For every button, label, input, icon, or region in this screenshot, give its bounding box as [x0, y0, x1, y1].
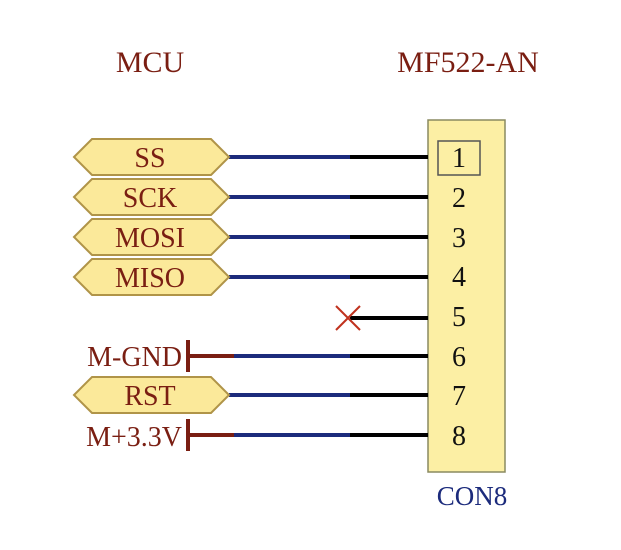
- connector-body: [427, 119, 506, 473]
- pin-number-1: 1: [452, 143, 466, 174]
- mcu-title: MCU: [116, 46, 185, 79]
- port-rst-shape: [72, 376, 231, 414]
- port-rst-label: RST: [124, 381, 175, 412]
- power-stubs: [186, 340, 234, 451]
- pin-number-5: 5: [452, 302, 466, 333]
- port-miso-label: MISO: [115, 263, 185, 294]
- port-sck-label: SCK: [123, 183, 177, 214]
- port-symbols: [72, 138, 231, 414]
- pin-number-2: 2: [452, 183, 466, 214]
- pin-numbers: 1 2 3 4 5 6 7 8: [452, 143, 466, 452]
- port-mosi-shape: [72, 218, 231, 256]
- connector-name: CON8: [437, 481, 508, 511]
- v33-label: M+3.3V: [86, 422, 182, 453]
- pin-number-7: 7: [452, 381, 466, 412]
- no-connect-marker: [335, 305, 361, 331]
- port-sck-shape: [72, 178, 231, 216]
- module-title: MF522-AN: [397, 46, 539, 79]
- pin1-marker: [437, 140, 481, 176]
- pin-number-6: 6: [452, 342, 466, 373]
- gnd-label: M-GND: [87, 342, 182, 373]
- port-miso-shape: [72, 258, 231, 296]
- pin-number-4: 4: [452, 262, 466, 293]
- port-ss-label: SS: [134, 143, 165, 174]
- port-labels: SS SCK MOSI MISO RST: [115, 143, 185, 412]
- pin-number-3: 3: [452, 223, 466, 254]
- pin-number-8: 8: [452, 421, 466, 452]
- port-ss-shape: [72, 138, 231, 176]
- port-mosi-label: MOSI: [115, 223, 185, 254]
- wires: [229, 155, 350, 437]
- pin-leads: [350, 155, 428, 437]
